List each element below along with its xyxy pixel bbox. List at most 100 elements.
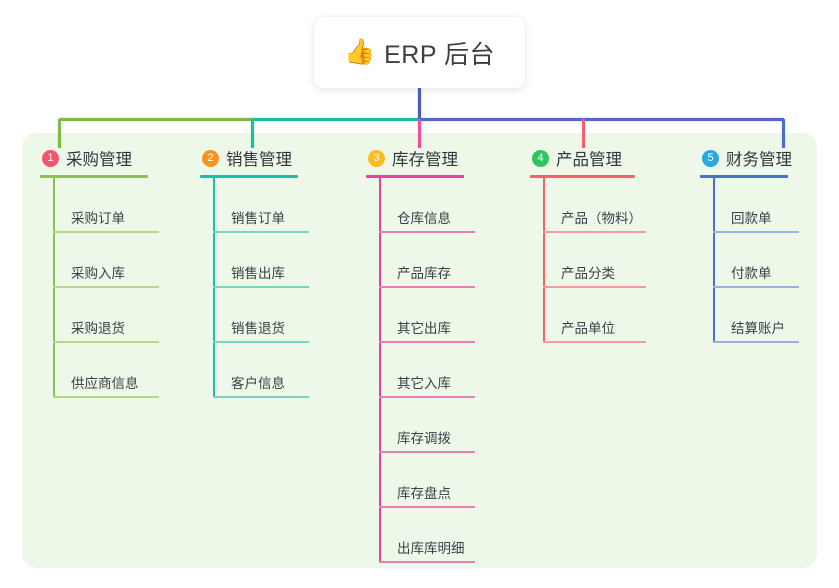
- leaf-node-label: 库存盘点: [397, 486, 451, 501]
- leaf-node[interactable]: 产品分类: [543, 233, 646, 288]
- connector-lines: [57, 88, 786, 148]
- thumbs-up-icon: 👍: [343, 38, 376, 66]
- leaf-node-rule: [543, 286, 646, 288]
- branch-number-badge: 2: [202, 149, 219, 167]
- branch-header-rule: [700, 175, 788, 178]
- leaf-node-rule: [379, 561, 475, 563]
- leaf-node[interactable]: 销售出库: [213, 233, 309, 288]
- branch-header-4[interactable]: 4 产品管理: [530, 146, 642, 170]
- branch-title: 库存管理: [392, 151, 458, 169]
- branch-number-badge: 4: [532, 149, 549, 167]
- branch-header-rule: [200, 175, 298, 178]
- leaf-node-label: 回款单: [731, 211, 772, 226]
- leaf-node-label: 产品（物料）: [561, 211, 642, 226]
- leaf-node-label: 仓库信息: [397, 211, 451, 226]
- leaf-node-rule: [53, 231, 159, 233]
- leaf-node[interactable]: 产品库存: [379, 233, 475, 288]
- leaf-node[interactable]: 其它入库: [379, 343, 475, 398]
- leaf-node[interactable]: 采购订单: [53, 178, 159, 233]
- branch-leaf-list: 仓库信息产品库存其它出库其它入库库存调拨库存盘点出库库明细: [366, 178, 475, 563]
- leaf-node[interactable]: 结算账户: [713, 288, 799, 343]
- branch-leaf-list: 销售订单销售出库销售退货客户信息: [200, 178, 309, 398]
- leaf-node-label: 付款单: [731, 266, 772, 281]
- branch-title: 采购管理: [66, 151, 132, 169]
- branch-header-3[interactable]: 3 库存管理: [366, 146, 465, 170]
- branch-header-rule: [530, 175, 635, 178]
- branch-spine: [53, 178, 55, 398]
- leaf-node[interactable]: 付款单: [713, 233, 799, 288]
- leaf-node[interactable]: 产品单位: [543, 288, 646, 343]
- leaf-node[interactable]: 供应商信息: [53, 343, 159, 398]
- leaf-node-label: 采购退货: [71, 321, 125, 336]
- branch-spine: [379, 178, 381, 563]
- branch-title: 产品管理: [556, 151, 622, 169]
- leaf-node-label: 销售退货: [231, 321, 285, 336]
- leaf-node-rule: [543, 341, 646, 343]
- leaf-node-label: 采购入库: [71, 266, 125, 281]
- root-node-title: ERP 后台: [384, 40, 496, 69]
- branch-leaf-list: 产品（物料） 产品分类产品单位: [530, 178, 646, 343]
- leaf-node[interactable]: 客户信息: [213, 343, 309, 398]
- leaf-node[interactable]: 销售订单: [213, 178, 309, 233]
- branch-spine: [713, 178, 715, 343]
- leaf-node[interactable]: 采购入库: [53, 233, 159, 288]
- leaf-node[interactable]: 采购退货: [53, 288, 159, 343]
- leaf-node-rule: [53, 396, 159, 398]
- leaf-node[interactable]: 销售退货: [213, 288, 309, 343]
- branch-column-1: 1 采购管理采购订单采购入库采购退货供应商信息: [40, 146, 159, 398]
- branch-header-5[interactable]: 5 财务管理: [700, 146, 792, 170]
- diagram-panel: [22, 133, 817, 568]
- leaf-node-rule: [379, 341, 475, 343]
- leaf-node[interactable]: 库存盘点: [379, 453, 475, 508]
- leaf-node-label: 其它入库: [397, 376, 451, 391]
- leaf-node-rule: [713, 231, 799, 233]
- leaf-node-rule: [379, 506, 475, 508]
- branch-header-1[interactable]: 1 采购管理: [40, 146, 148, 170]
- branch-number-badge: 1: [42, 149, 59, 167]
- branch-leaf-list: 采购订单采购入库采购退货供应商信息: [40, 178, 159, 398]
- branch-column-4: 4 产品管理产品（物料） 产品分类产品单位: [530, 146, 646, 343]
- leaf-node-rule: [213, 231, 309, 233]
- leaf-node[interactable]: 出库库明细: [379, 508, 475, 563]
- leaf-node-label: 销售出库: [231, 266, 285, 281]
- leaf-node-label: 库存调拨: [397, 431, 451, 446]
- leaf-node-rule: [379, 286, 475, 288]
- branch-title: 销售管理: [226, 151, 292, 169]
- leaf-node-rule: [379, 231, 475, 233]
- leaf-node-label: 产品单位: [561, 321, 615, 336]
- leaf-node-label: 采购订单: [71, 211, 125, 226]
- leaf-node[interactable]: 库存调拨: [379, 398, 475, 453]
- branch-header-2[interactable]: 2 销售管理: [200, 146, 298, 170]
- branch-spine: [213, 178, 215, 398]
- leaf-node-label: 客户信息: [231, 376, 285, 391]
- leaf-node-rule: [713, 341, 799, 343]
- branch-number-badge: 5: [702, 149, 719, 167]
- leaf-node[interactable]: 仓库信息: [379, 178, 475, 233]
- leaf-node-rule: [713, 286, 799, 288]
- branch-number-badge: 3: [368, 149, 385, 167]
- leaf-node-rule: [543, 231, 646, 233]
- branch-header-rule: [40, 175, 148, 178]
- leaf-node-label: 产品库存: [397, 266, 451, 281]
- leaf-node-rule: [379, 396, 475, 398]
- branch-column-2: 2 销售管理销售订单销售出库销售退货客户信息: [200, 146, 309, 398]
- leaf-node[interactable]: 回款单: [713, 178, 799, 233]
- leaf-node-label: 其它出库: [397, 321, 451, 336]
- branch-column-3: 3 库存管理仓库信息产品库存其它出库其它入库库存调拨库存盘点出库库明细: [366, 146, 475, 563]
- leaf-node[interactable]: 产品（物料）: [543, 178, 646, 233]
- branch-title: 财务管理: [726, 151, 792, 169]
- leaf-node-rule: [379, 451, 475, 453]
- branch-spine: [543, 178, 545, 343]
- leaf-node-label: 结算账户: [731, 321, 785, 336]
- leaf-node-rule: [53, 341, 159, 343]
- branch-column-5: 5 财务管理回款单付款单结算账户: [700, 146, 799, 343]
- leaf-node-label: 出库库明细: [397, 541, 465, 556]
- leaf-node-rule: [213, 341, 309, 343]
- leaf-node-rule: [53, 286, 159, 288]
- leaf-node[interactable]: 其它出库: [379, 288, 475, 343]
- leaf-node-label: 供应商信息: [71, 376, 139, 391]
- leaf-node-label: 产品分类: [561, 266, 615, 281]
- branch-leaf-list: 回款单付款单结算账户: [700, 178, 799, 343]
- root-node-erp-backend[interactable]: 👍 ERP 后台: [314, 17, 525, 88]
